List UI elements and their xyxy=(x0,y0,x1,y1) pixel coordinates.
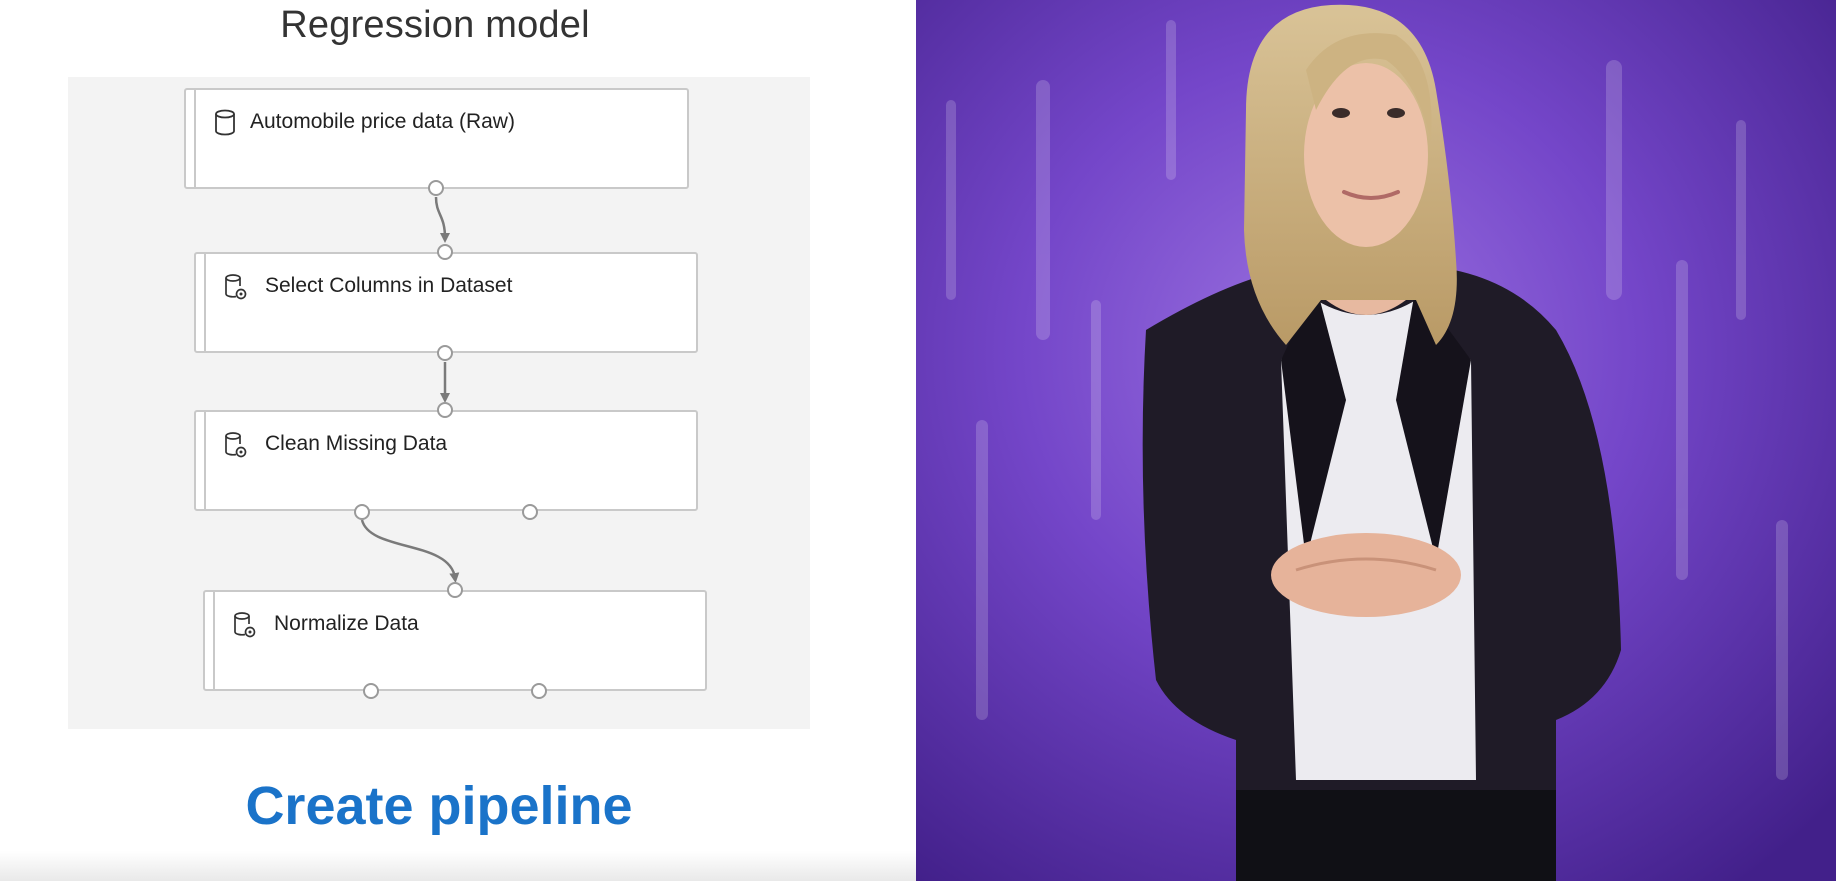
jacket-lapel-left xyxy=(1281,285,1346,560)
module-gear-icon xyxy=(225,274,247,300)
module-label: Automobile price data (Raw) xyxy=(250,110,515,133)
module-label: Normalize Data xyxy=(274,612,419,635)
output-port[interactable] xyxy=(428,180,444,196)
module-label: Clean Missing Data xyxy=(265,432,448,455)
input-port[interactable] xyxy=(437,402,453,418)
presenter-hair-front xyxy=(1306,33,1432,140)
presenter-pants xyxy=(1236,790,1556,881)
input-port[interactable] xyxy=(447,582,463,598)
output-port[interactable] xyxy=(363,683,379,699)
presenter-eye-left xyxy=(1332,108,1350,118)
presenter-scene xyxy=(916,0,1836,881)
module-select-columns[interactable]: Select Columns in Dataset xyxy=(194,252,698,353)
jacket-lapel-right xyxy=(1396,285,1471,560)
module-automobile-price-data[interactable]: Automobile price data (Raw) xyxy=(184,88,689,189)
output-port[interactable] xyxy=(522,504,538,520)
slide-title: Regression model xyxy=(280,4,590,46)
presenter-mouth xyxy=(1342,190,1400,200)
slide-panel: Regression model Automobile price data (… xyxy=(0,0,916,881)
output-port[interactable] xyxy=(437,345,453,361)
module-clean-missing-data[interactable]: Clean Missing Data xyxy=(194,410,698,511)
presenter-hands xyxy=(1271,533,1461,617)
slide-caption: Create pipeline xyxy=(245,776,633,836)
output-port[interactable] xyxy=(531,683,547,699)
slide-bottom-shadow xyxy=(0,851,916,881)
module-gear-icon xyxy=(234,612,256,638)
module-label: Select Columns in Dataset xyxy=(265,274,513,297)
input-port[interactable] xyxy=(437,244,453,260)
module-normalize-data[interactable]: Normalize Data xyxy=(203,590,707,691)
module-gear-icon xyxy=(225,432,247,458)
dataset-icon xyxy=(215,109,235,136)
presenter-video xyxy=(916,0,1836,881)
presenter-eye-right xyxy=(1387,108,1405,118)
output-port[interactable] xyxy=(354,504,370,520)
